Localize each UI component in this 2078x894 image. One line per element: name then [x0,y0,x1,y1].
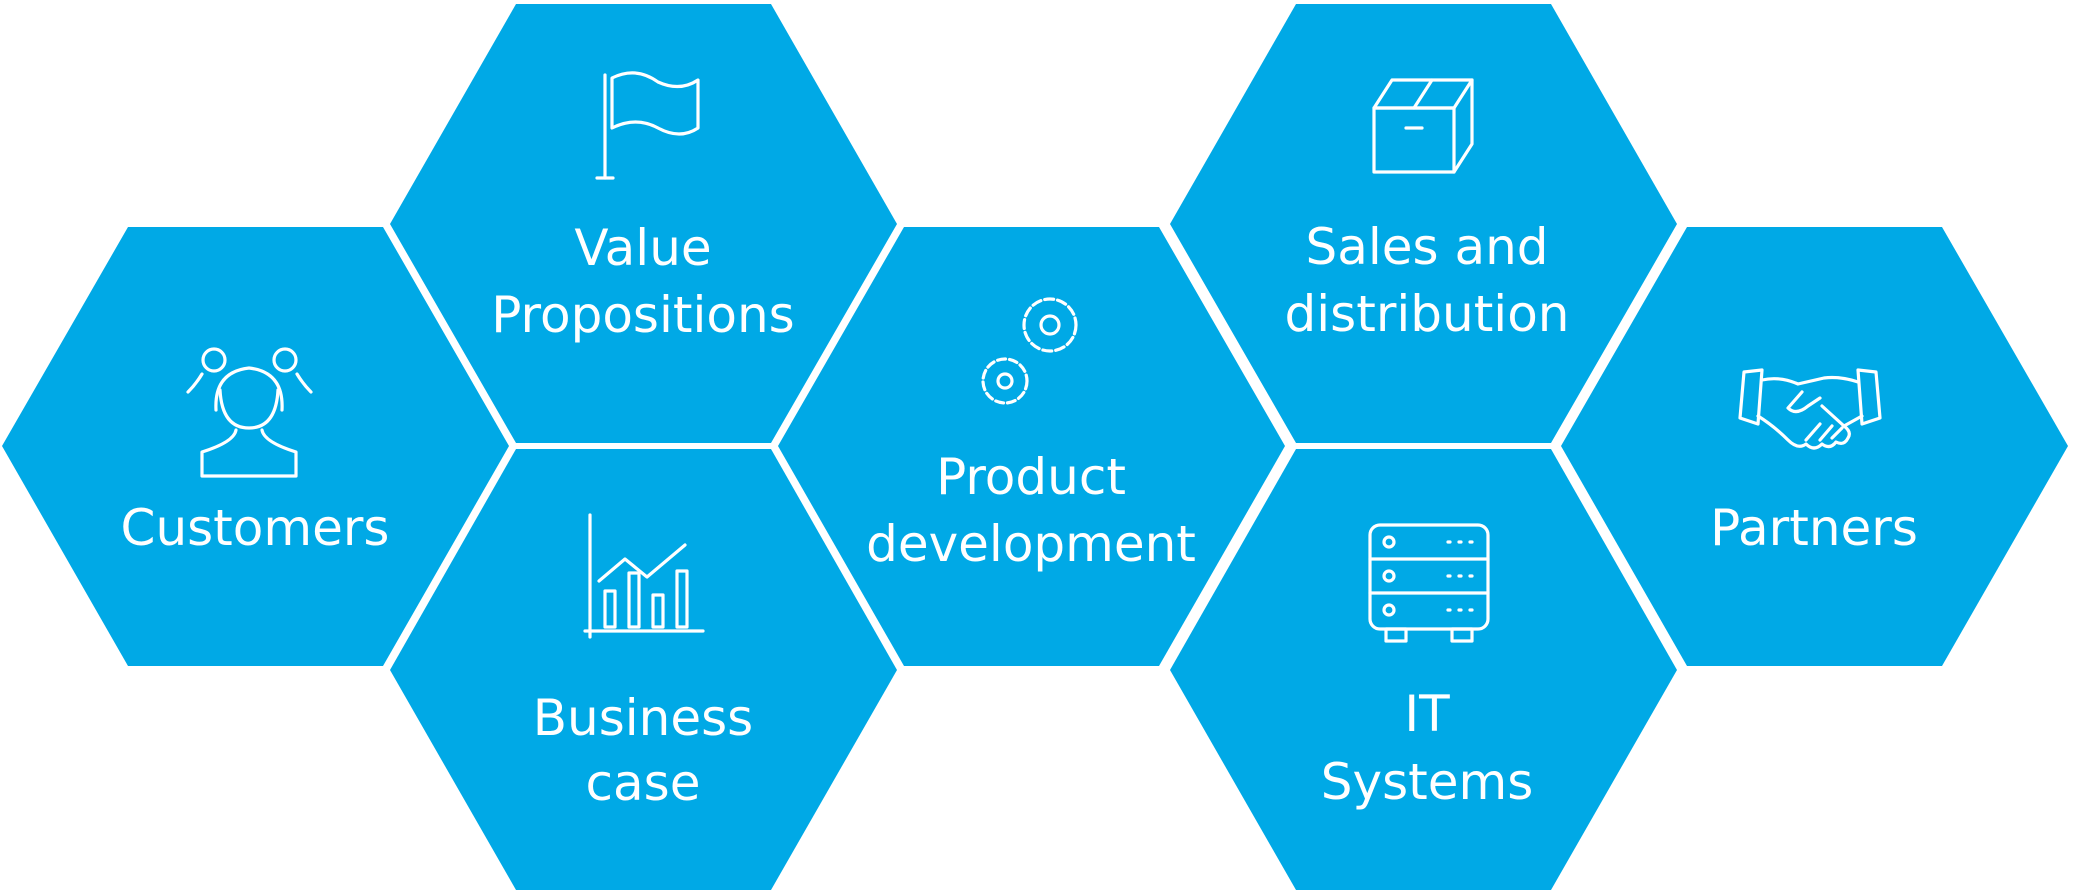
hexagon-label-line: Sales and [1305,218,1548,276]
hexagon-label-line: Propositions [491,286,794,344]
box-icon [1372,78,1474,174]
hexagon-label-line: IT [1404,685,1450,743]
hexagon-sales-and-distribution: Sales and distribution [1170,4,1677,443]
hexagon-product-development: Product development [778,227,1285,666]
hexagon-shape [1170,449,1677,890]
handshake-icon [1738,368,1882,450]
hexagon-label-line: Product [936,448,1126,506]
hexagon-it-systems: IT Systems [1170,449,1677,890]
hexagon-customers: Customers [2,227,509,666]
hexagon-label-line: development [866,515,1196,573]
hexagon-label-line: distribution [1285,285,1570,343]
hexagon-value-propositions: Value Propositions [390,4,897,443]
hexagon-shape [2,227,509,666]
hexagon-label-line: case [586,754,701,812]
people-icon [186,347,313,478]
hexagon-shape [1170,4,1677,443]
hexagon-shape [390,449,897,890]
hexagon-label-line: Systems [1321,753,1534,811]
hexagon-shape [390,4,897,443]
hexagon-label-line: Customers [121,499,390,557]
hexagon-label-line: Partners [1710,499,1918,557]
hexagon-label-line: Value [574,219,711,277]
bar-line-chart-icon [583,513,705,639]
flag-icon [595,71,700,180]
hexagon-label-line: Business [533,689,753,747]
hexagon-partners: Partners [1561,227,2068,666]
hexagon-shape [778,227,1285,666]
gears-icon [981,297,1078,405]
server-rack-icon [1368,523,1490,643]
hexagon-business-case: Business case [390,449,897,890]
